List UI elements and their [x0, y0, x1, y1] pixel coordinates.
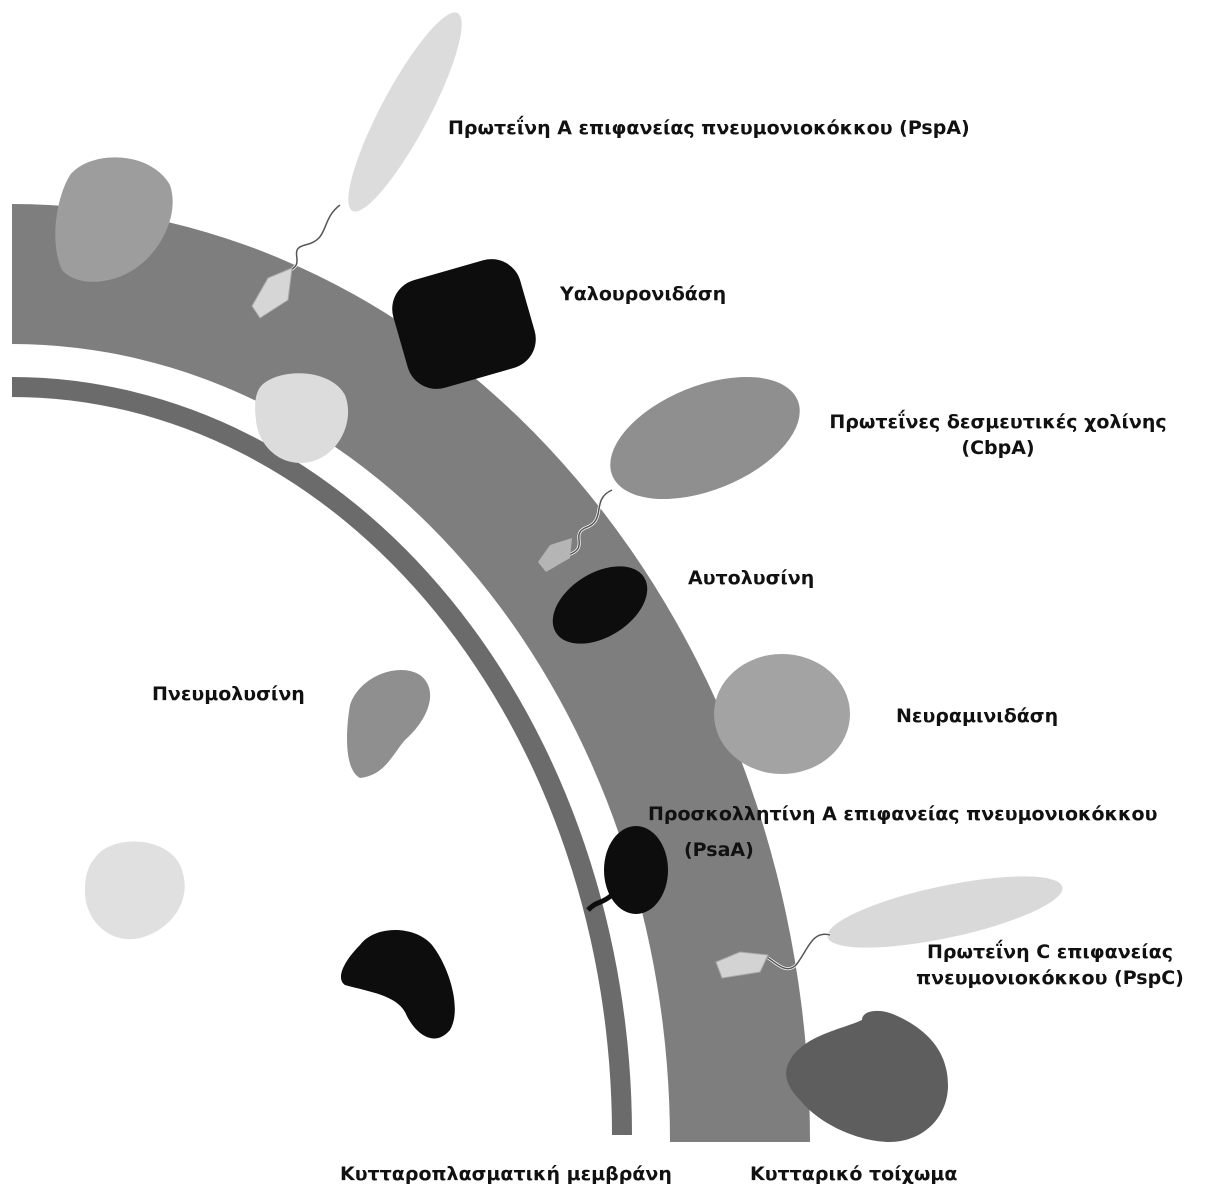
label-pspc-line1: Πρωτεΐνη C επιφανείας [900, 940, 1200, 966]
psaa-protein [588, 826, 668, 914]
label-cell-wall: Κυτταρικό τοίχωμα [750, 1162, 957, 1188]
surface-protein-bottom-right [786, 1011, 948, 1142]
label-psaa-line2: (PsaA) [684, 838, 754, 864]
neuraminidase-protein [714, 654, 850, 774]
label-cbpa: Πρωτεΐνες δεσμευτικές χολίνης (CbpA) [806, 410, 1190, 461]
label-pspc: Πρωτεΐνη C επιφανείας πνευμονιοκόκκου (P… [900, 940, 1200, 991]
cbpa-protein [538, 352, 817, 572]
pspa-protein [252, 2, 479, 318]
label-cytoplasmic-membrane: Κυτταροπλασματική μεμβράνη [340, 1162, 672, 1188]
label-hyaluronidase: Υαλουρονιδάση [560, 282, 726, 308]
label-cbpa-line1: Πρωτεΐνες δεσμευτικές χολίνης [806, 410, 1190, 436]
label-autolysin: Αυτολυσίνη [688, 566, 814, 592]
label-psaa-line1: Προσκολλητίνη Α επιφανείας πνευμονιοκόκκ… [648, 802, 1157, 828]
label-pneumolysin: Πνευμολυσίνη [152, 682, 305, 708]
dark-cytoplasmic-blob [341, 930, 455, 1038]
light-cytoplasmic-blob [85, 842, 185, 940]
pneumolysin-protein [347, 670, 430, 778]
label-pspa: Πρωτεΐνη Α επιφανείας πνευμονιοκόκκου (P… [448, 116, 970, 142]
label-cbpa-line2: (CbpA) [806, 436, 1190, 462]
label-pspc-line2: πνευμονιοκόκκου (PspC) [900, 966, 1200, 992]
label-neuraminidase: Νευραμινιδάση [896, 704, 1058, 730]
